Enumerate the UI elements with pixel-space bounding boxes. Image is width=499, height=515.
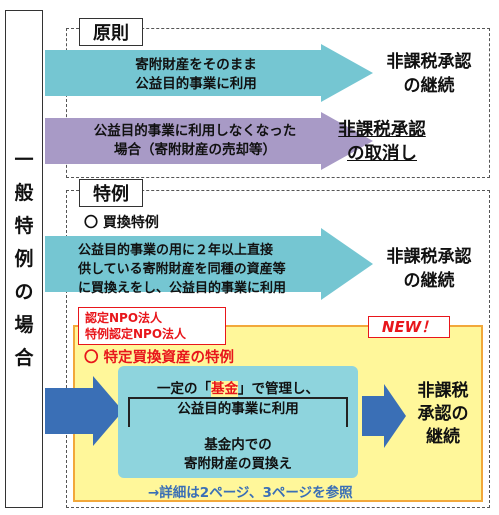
npo-tag: 認定NPO法人	[85, 311, 163, 325]
principle-row1-text: 寄附財産をそのまま 公益目的事業に利用	[135, 57, 257, 92]
side-label-char: 般	[14, 181, 34, 204]
fund-box	[118, 366, 358, 478]
fund-text-line1: 一定の「基金」で管理し、	[157, 381, 319, 397]
special-right-arrow	[362, 384, 406, 448]
principle-row2-text: 公益目的事業に利用しなくなった 場合（寄附財産の売却等）	[93, 123, 297, 158]
npo-tag: 特例認定NPO法人	[85, 327, 187, 341]
side-label-char: 例	[14, 247, 34, 270]
fund-keyword: 基金	[211, 381, 238, 397]
fund-text-line2: 公益目的事業に利用	[177, 401, 299, 417]
principle-row1-arrow	[45, 44, 373, 102]
exception-row-text: 公益目的事業の用に２年以上直接 供している寄附財産を同種の資産等 に買換えをし、…	[78, 243, 287, 296]
exception-row-arrow	[45, 228, 373, 300]
side-label-char: 特	[14, 214, 34, 237]
new-badge: NEW！	[368, 316, 450, 338]
side-label-char: 合	[14, 346, 34, 369]
see-more-link[interactable]: →詳細は2ページ、3ページを参照	[148, 485, 353, 501]
special-title: 〇 特定買換資産の特例	[84, 350, 235, 366]
principle-section	[66, 28, 490, 178]
npo-tags: 認定NPO法人 特例認定NPO法人	[78, 307, 226, 345]
exception-item-title: 〇 買換特例	[84, 215, 159, 231]
side-label-char: 場	[14, 313, 34, 336]
principle-row2-arrow	[45, 112, 373, 170]
exception-row-result: 非課税承認 の継続	[386, 247, 472, 291]
side-label-bar: 一 般 特 例 の 場 合	[5, 10, 43, 508]
side-label-char: の	[14, 280, 34, 303]
side-label-char: 一	[14, 148, 34, 171]
principle-label: 原則	[79, 18, 143, 46]
fund-text-line3: 基金内での	[204, 437, 272, 453]
exception-section	[66, 190, 490, 508]
special-left-arrow	[45, 376, 123, 446]
principle-row2-result: 非課税承認 の取消し	[338, 120, 426, 164]
principle-row1-result: 非課税承認 の継続	[386, 52, 472, 96]
exception-label: 特例	[79, 179, 143, 207]
special-result: 非課税 承認の 継続	[417, 381, 469, 447]
fund-bracket	[128, 397, 348, 427]
fund-text-line4: 寄附財産の買換え	[184, 456, 292, 472]
